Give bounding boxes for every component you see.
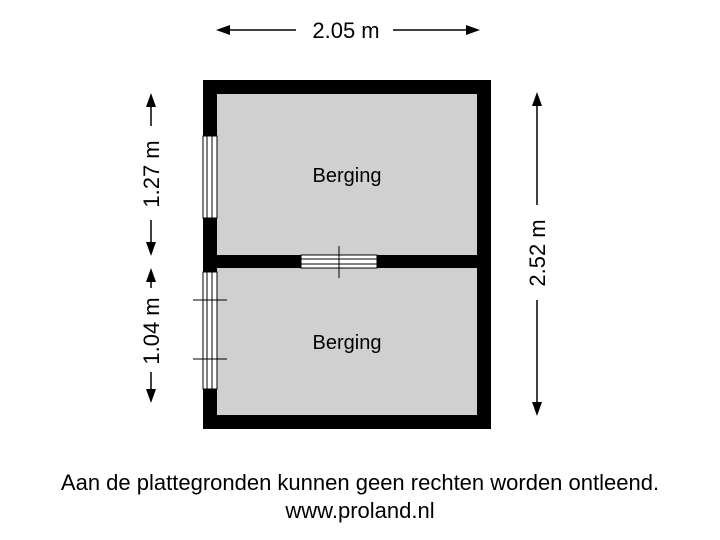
arrow-up-icon xyxy=(532,92,542,106)
height-upper-label: 1.27 m xyxy=(139,140,164,207)
dimension-height-total: 2.52 m xyxy=(525,92,550,416)
arrow-up-icon xyxy=(146,93,156,107)
arrow-up-icon xyxy=(146,268,156,282)
room-label-lower: Berging xyxy=(313,332,382,354)
arrow-left-icon xyxy=(216,25,230,35)
disclaimer-text: Aan de plattegronden kunnen geen rechten… xyxy=(60,470,660,495)
width-label: 2.05 m xyxy=(312,18,379,43)
room-floor-upper xyxy=(217,94,477,255)
window-lower-left xyxy=(193,271,227,390)
arrow-down-icon xyxy=(532,402,542,416)
dimension-height-upper: 1.27 m xyxy=(139,93,164,256)
arrow-down-icon xyxy=(146,242,156,256)
website-url: www.proland.nl xyxy=(285,498,435,523)
dimension-height-lower: 1.04 m xyxy=(139,268,164,403)
arrow-down-icon xyxy=(146,389,156,403)
dimension-width: 2.05 m xyxy=(216,18,480,43)
arrow-right-icon xyxy=(466,25,480,35)
room-label-upper: Berging xyxy=(313,165,382,187)
height-lower-label: 1.04 m xyxy=(139,297,164,364)
window-upper-left xyxy=(202,135,218,219)
height-total-label: 2.52 m xyxy=(525,219,550,286)
room-floor-lower xyxy=(217,268,477,415)
interior-window xyxy=(300,246,378,278)
